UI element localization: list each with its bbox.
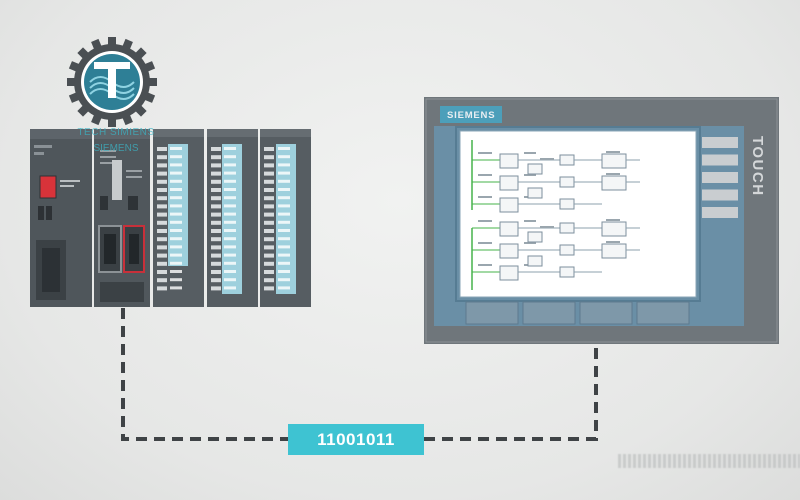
hmi-brand-label: SIEMENS — [447, 110, 496, 121]
power-supply-module — [30, 129, 92, 307]
company-logo — [67, 37, 157, 127]
hmi-screen — [459, 130, 697, 298]
hmi-series-label: TOUCH — [749, 136, 766, 197]
hmi-softkey[interactable] — [636, 301, 690, 325]
hmi-function-key[interactable] — [702, 207, 738, 218]
hmi-panel — [424, 97, 779, 344]
logo-caption: TECH SIMIENS — [77, 127, 155, 138]
connection-cable — [121, 308, 598, 441]
hmi-softkey[interactable] — [465, 301, 519, 325]
power-indicator — [40, 176, 56, 198]
plc-rack — [30, 129, 311, 307]
data-packet: 11001011 — [288, 424, 424, 455]
motion-streak — [618, 454, 800, 468]
cpu-module — [94, 129, 150, 307]
hmi-function-key[interactable] — [702, 172, 738, 183]
hmi-function-key[interactable] — [702, 189, 738, 201]
hmi-softkey[interactable] — [522, 301, 576, 325]
hmi-softkey[interactable] — [579, 301, 633, 325]
hmi-function-key[interactable] — [702, 137, 738, 148]
logo-subcaption: SIEMENS — [93, 143, 139, 154]
hmi-function-key[interactable] — [702, 154, 738, 166]
